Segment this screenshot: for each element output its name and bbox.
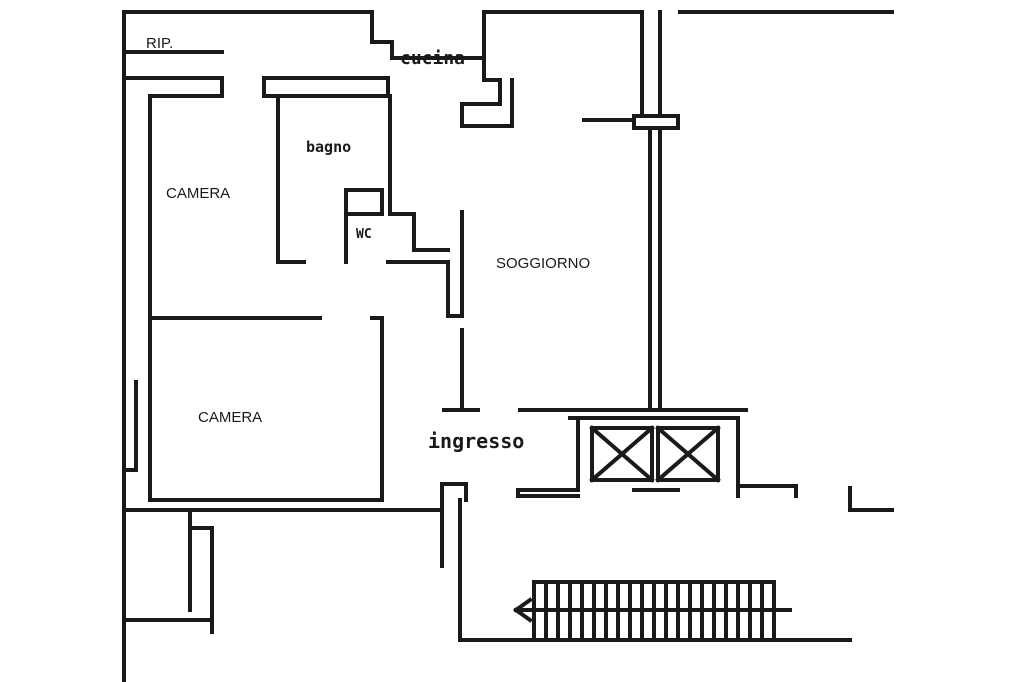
room-labels: RIP. cucina bagno WC CAMERA SOGGIORNO CA… [146,35,590,453]
room-label-ingresso: ingresso [428,429,524,453]
walls [122,10,894,682]
room-label-cucina: cucina [400,48,465,69]
room-label-soggiorno: SOGGIORNO [496,255,590,272]
room-label-camera-top: CAMERA [166,185,230,202]
room-label-rip: RIP. [146,35,173,52]
room-label-camera-bottom: CAMERA [198,409,262,426]
room-label-wc: WC [356,227,372,242]
room-label-bagno: bagno [306,138,351,156]
